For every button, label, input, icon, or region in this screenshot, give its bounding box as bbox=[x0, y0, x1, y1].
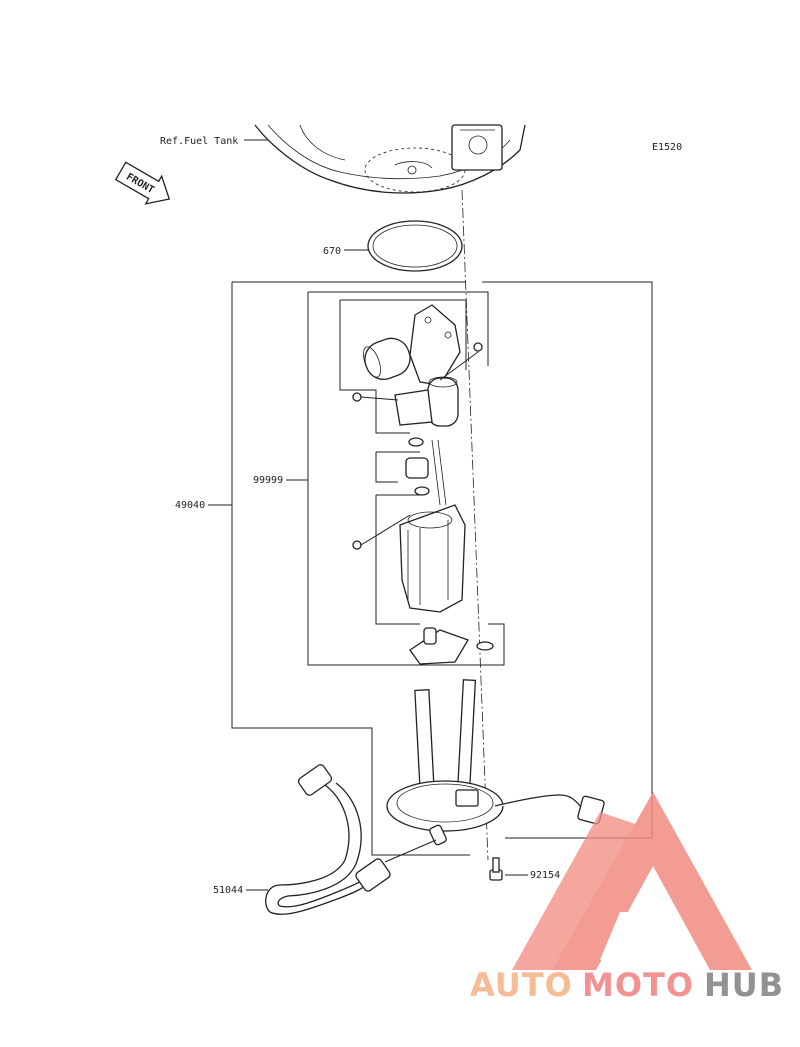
o-ring-670 bbox=[367, 220, 463, 272]
diagram-code: E1520 bbox=[652, 142, 682, 153]
ref-fuel-tank-label: Ref.Fuel Tank bbox=[160, 136, 238, 147]
part-label-670: 670 bbox=[323, 246, 341, 257]
watermark-auto: AUTO bbox=[470, 966, 573, 1004]
pressure-regulator bbox=[405, 439, 447, 506]
watermark-hub: HUB bbox=[704, 966, 784, 1004]
automotohub-logo: AUTO MOTO HUB bbox=[470, 792, 784, 1004]
fuel-pump-motor bbox=[363, 304, 461, 427]
screw-left bbox=[352, 392, 399, 402]
washer-lower bbox=[414, 486, 430, 496]
part-label-99999: 99999 bbox=[253, 475, 283, 486]
part-label-92154: 92154 bbox=[530, 870, 560, 881]
pump-flange bbox=[386, 679, 504, 846]
screw-lower-left bbox=[352, 514, 411, 550]
part-label-51044: 51044 bbox=[213, 885, 243, 896]
pump-wire-harness bbox=[494, 794, 605, 825]
strainer-base bbox=[409, 627, 469, 665]
front-arrow: FRONT bbox=[114, 161, 171, 205]
screw-upper-right bbox=[439, 342, 483, 381]
fuel-hose-51044 bbox=[265, 764, 437, 915]
washer-upper bbox=[408, 437, 424, 447]
filter-housing bbox=[399, 504, 466, 613]
bolt-92154 bbox=[489, 857, 503, 881]
watermark-moto: MOTO bbox=[582, 966, 694, 1004]
fuel-tank bbox=[254, 124, 526, 194]
washer-right bbox=[476, 641, 494, 651]
part-label-49040: 49040 bbox=[175, 500, 205, 511]
